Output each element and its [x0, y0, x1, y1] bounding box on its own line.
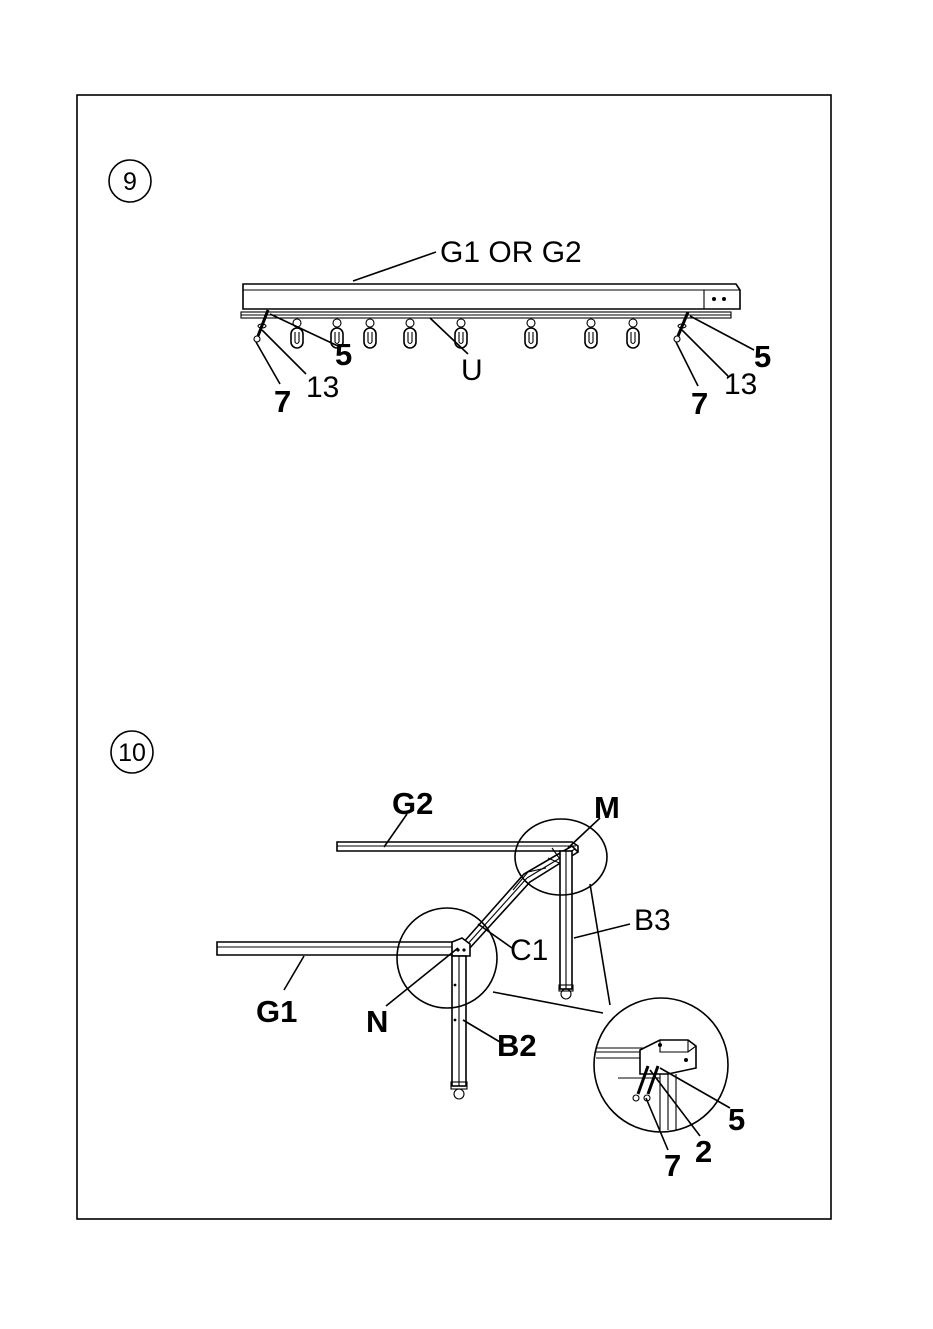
leader-rail: [353, 252, 436, 281]
label-g2: G2: [392, 786, 433, 821]
step-10: 10: [111, 731, 745, 1183]
label-right-nut: 7: [691, 386, 708, 421]
rail-g2: [337, 842, 578, 851]
leg-b2: [451, 956, 467, 1099]
curtain-track-u: [241, 312, 731, 318]
label-rail: G1 OR G2: [440, 236, 582, 269]
label-track: U: [461, 354, 483, 387]
label-left-nut: 7: [274, 384, 291, 419]
highlight-n: [397, 908, 497, 1008]
connector-m-detail: [590, 884, 610, 1005]
label-detail-washer: 2: [695, 1134, 712, 1169]
connector-n-detail: [493, 992, 603, 1013]
label-c1: C1: [510, 934, 548, 967]
rail-g1-or-g2: [243, 284, 740, 309]
leader-detail-screw: [660, 1068, 730, 1108]
leader-track: [430, 318, 468, 354]
rail-g1: [217, 942, 466, 955]
label-detail-screw: 5: [728, 1102, 745, 1137]
label-left-screw: 5: [335, 337, 352, 372]
leader-left-nut: [256, 342, 280, 384]
label-b3: B3: [634, 904, 671, 937]
step-10-number: 10: [118, 739, 146, 767]
step-9: 9: [109, 160, 771, 421]
label-right-washer: 13: [724, 368, 757, 401]
label-b2: B2: [497, 1028, 537, 1063]
leader-left-screw: [270, 314, 338, 346]
leg-b3: [559, 851, 573, 999]
detail-corner-view: [596, 1040, 696, 1130]
leader-b3: [574, 924, 630, 938]
label-g1: G1: [256, 994, 297, 1029]
leader-right-screw: [690, 316, 754, 350]
leader-detail-nut: [646, 1098, 668, 1150]
step-9-number: 9: [123, 168, 137, 196]
leader-b2: [463, 1020, 500, 1042]
label-m: M: [594, 790, 620, 825]
right-fastener-set: [674, 312, 688, 342]
leader-right-nut: [676, 342, 698, 386]
label-n: N: [366, 1004, 388, 1039]
label-left-washer: 13: [306, 371, 339, 404]
label-detail-nut: 7: [664, 1148, 681, 1183]
leader-g1: [284, 956, 304, 990]
